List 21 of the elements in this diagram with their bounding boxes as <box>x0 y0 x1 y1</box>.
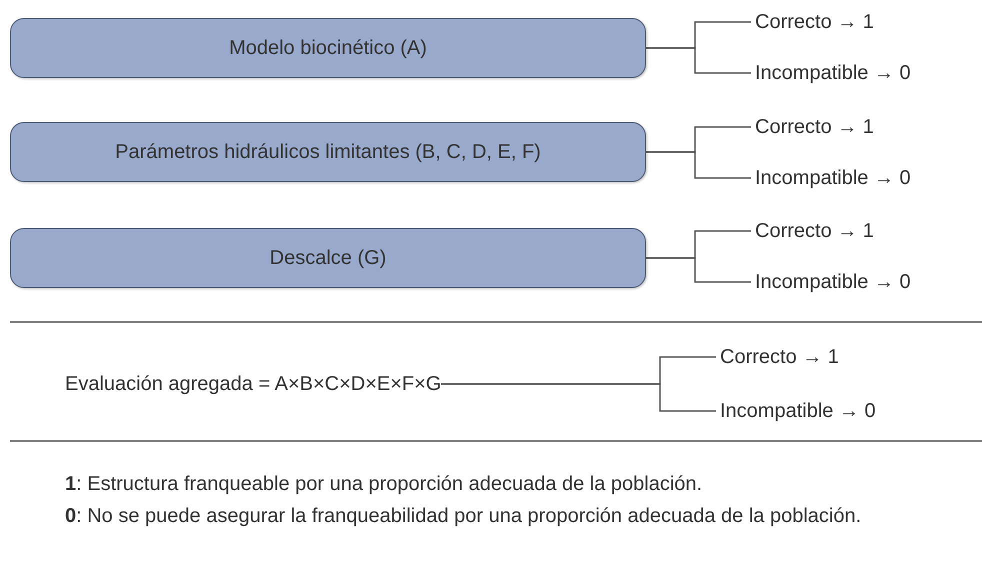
footnote-text: 0: No se puede asegurar la franqueabilidad por una proporción adecuada de la población. <box>65 504 862 529</box>
outcome-label: Incompatible → 0 <box>755 166 911 190</box>
outcome-label: Correcto → 1 <box>755 220 874 242</box>
box-label: Descalce (G) <box>270 246 386 270</box>
process-box <box>10 228 646 288</box>
bracket-connector <box>646 47 751 74</box>
outcome-label: Correcto → 1 <box>755 116 874 138</box>
bracket-connector <box>441 383 716 412</box>
outcome-label: Incompatible → 0 <box>755 270 911 294</box>
process-box <box>10 18 646 78</box>
bracket-connector <box>646 257 751 283</box>
outcome-label: Incompatible → 0 <box>755 62 911 84</box>
outcome-label: Incompatible → 0 <box>720 400 876 422</box>
box-label: Modelo biocinético (A) <box>229 36 427 60</box>
bracket-connector <box>646 151 751 179</box>
process-box <box>10 122 646 182</box>
box-label: Parámetros hidráulicos limitantes (B, C, D, E, F) <box>115 140 541 164</box>
formula-text: Evaluación agregada = A×B×C×D×E×F×G <box>65 372 442 396</box>
outcome-label: Correcto → 1 <box>755 10 874 34</box>
outcome-label: Correcto → 1 <box>720 346 839 368</box>
footnote-text: 1: Estructura franqueable por una proporción adecuada de la población. <box>65 472 704 497</box>
